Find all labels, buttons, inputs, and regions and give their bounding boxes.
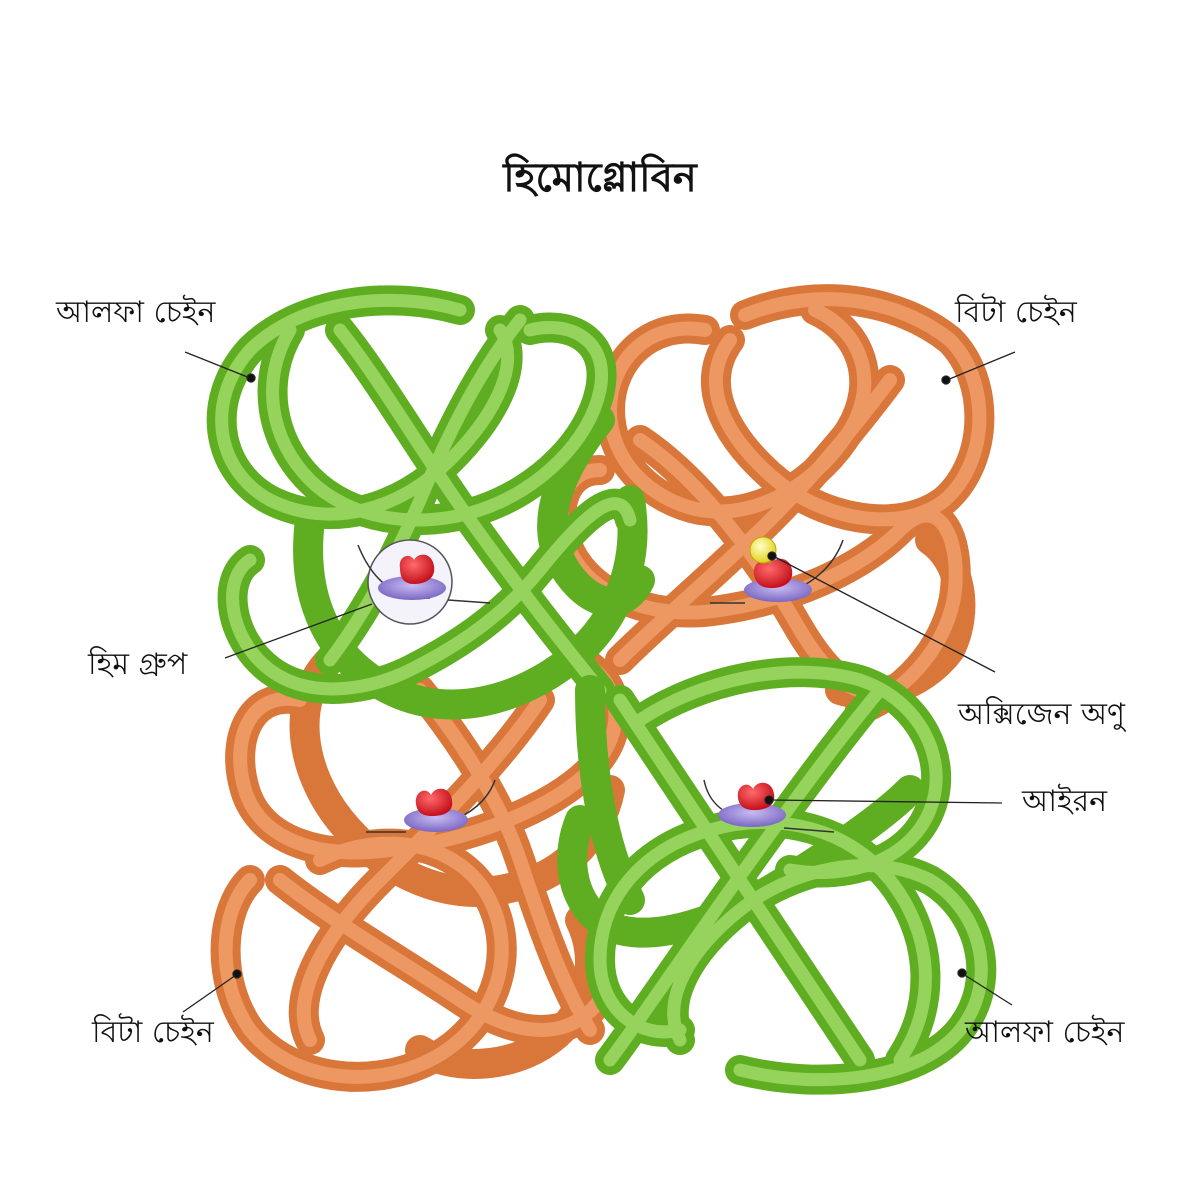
iron-atom	[415, 788, 453, 816]
iron-atom	[753, 558, 793, 588]
beta-chain-bottom-left	[210, 645, 631, 1092]
alpha-chain-bottom-right	[557, 657, 997, 1095]
heme-disc	[404, 808, 468, 832]
heme-disc	[378, 576, 446, 600]
label-heme-group: হিম গ্রুপ	[88, 647, 188, 682]
label-beta-chain-top-right: বিটা চেইন	[955, 295, 1077, 330]
leader-lines	[182, 351, 1016, 1013]
label-beta-chain-bottom-left: বিটা চেইন	[92, 1015, 214, 1050]
label-oxygen-molecule: অক্সিজেন অণু	[958, 697, 1126, 732]
diagram-title: হিমোগ্লোবিন	[503, 155, 697, 201]
iron-atom	[737, 782, 775, 810]
heme-group-top-left	[357, 539, 491, 625]
label-iron: আইরন	[1022, 784, 1108, 819]
heme-group-bottom-left	[366, 779, 496, 833]
heme-group-bottom-right	[703, 779, 835, 833]
iron-atom	[399, 554, 435, 584]
label-alpha-chain-top-left: আলফা চেইন	[56, 295, 216, 330]
heme-disc	[718, 803, 786, 827]
label-alpha-chain-bottom-right: আলফা চেইন	[965, 1015, 1125, 1050]
